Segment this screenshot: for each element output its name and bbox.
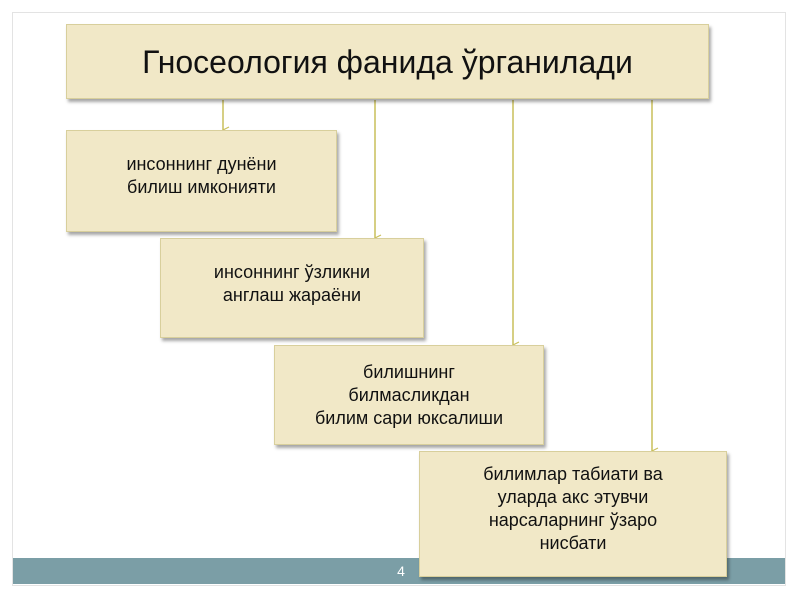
page-number: 4 bbox=[397, 563, 405, 579]
item-box-1: инсоннинг дунёни билиш имконияти bbox=[66, 130, 337, 232]
item-box-3: билишнинг билмасликдан билим сари юксали… bbox=[274, 345, 544, 445]
item-text-3: билишнинг билмасликдан билим сари юксали… bbox=[314, 361, 503, 428]
item-box-2: инсоннинг ўзликни англаш жараёни bbox=[160, 238, 424, 338]
title-box: Гносеология фанида ўрганилади bbox=[66, 24, 709, 99]
title-text: Гносеология фанида ўрганилади bbox=[142, 43, 633, 80]
item-text-1: инсоннинг дунёни билиш имконияти bbox=[126, 154, 277, 197]
item-text-2: инсоннинг ўзликни англаш жараёни bbox=[213, 262, 371, 305]
slide-frame bbox=[12, 12, 786, 586]
item-text-4: билимлар табиати ва уларда акс этувчи на… bbox=[483, 464, 663, 553]
item-box-4: билимлар табиати ва уларда акс этувчи на… bbox=[419, 451, 727, 577]
